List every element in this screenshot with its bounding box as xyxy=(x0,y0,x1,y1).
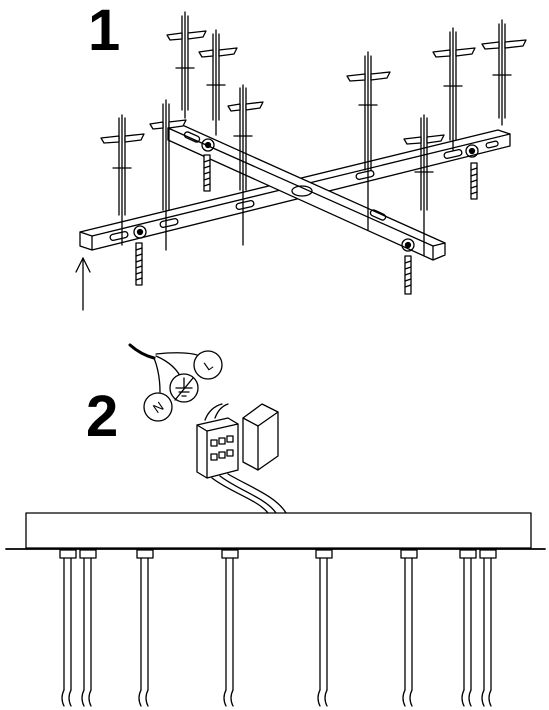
ceiling-canopy xyxy=(5,512,546,550)
terminal-block xyxy=(196,403,239,479)
suspension-rods xyxy=(59,549,497,707)
terminal-cover xyxy=(242,403,279,471)
up-arrow-icon xyxy=(75,257,91,311)
step-1-number: 1 xyxy=(88,0,121,63)
lamp-wires xyxy=(211,473,287,514)
wire-label-ground xyxy=(169,373,199,403)
mounting-screws xyxy=(135,154,478,295)
wall-anchors xyxy=(100,11,527,256)
wire-label-live xyxy=(193,350,223,380)
mounting-bracket xyxy=(79,123,511,261)
step-2-number: 2 xyxy=(86,384,119,449)
wire-label-neutral xyxy=(143,392,173,422)
